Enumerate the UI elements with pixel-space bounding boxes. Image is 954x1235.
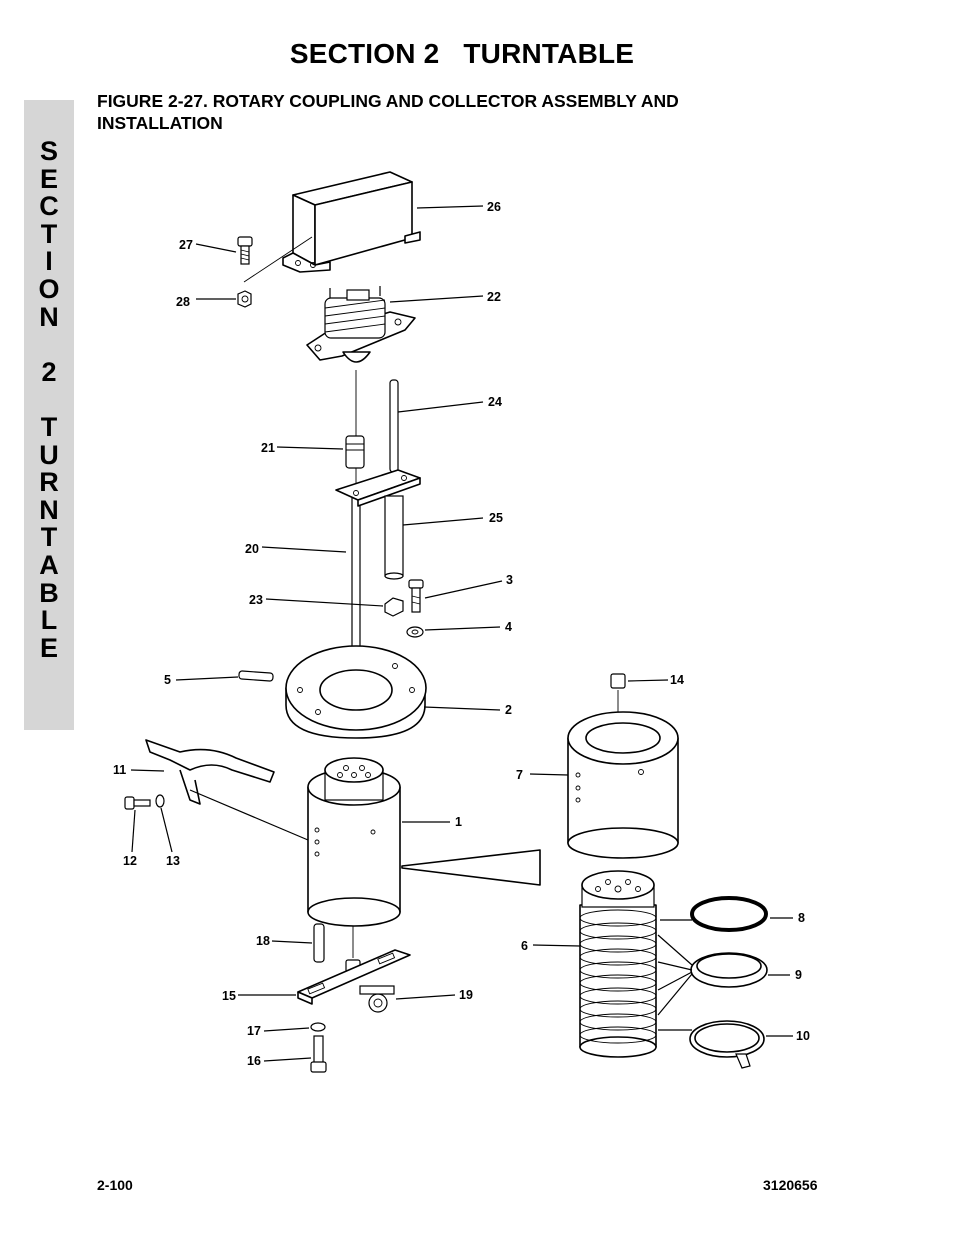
part-17-washer	[310, 1022, 326, 1032]
part-11-bracket-arm	[145, 739, 275, 805]
part-14-plug	[610, 673, 626, 689]
part-28-nut	[237, 290, 252, 308]
part-13-washer	[155, 794, 165, 808]
part-7-outer-sleeve	[567, 711, 679, 859]
part-3-bolt	[408, 579, 424, 613]
callout-15: 15	[222, 989, 236, 1003]
part-9-bearing-ring	[690, 952, 768, 988]
part-12-bolt	[124, 796, 151, 810]
callout-20: 20	[245, 542, 259, 556]
callout-16: 16	[247, 1054, 261, 1068]
callout-labels: 26 27 28 22 24 21 25 20 3 23 4 5 2 14 7 …	[113, 200, 810, 1068]
figure-title: FIGURE 2-27. ROTARY COUPLING AND COLLECT…	[97, 91, 679, 133]
callout-17: 17	[247, 1024, 261, 1038]
callout-8: 8	[798, 911, 805, 925]
part-21-coupling	[345, 435, 365, 469]
callout-5: 5	[164, 673, 171, 687]
callout-6: 6	[521, 939, 528, 953]
part-8-o-ring	[690, 896, 768, 932]
callout-2: 2	[505, 703, 512, 717]
callout-23: 23	[249, 593, 263, 607]
callout-19: 19	[459, 988, 473, 1002]
callout-4: 4	[505, 620, 512, 634]
section-side-tab: S E C T I O N 2 T U R N T A B L E	[24, 100, 74, 730]
callout-3: 3	[506, 573, 513, 587]
callout-7: 7	[516, 768, 523, 782]
callout-11: 11	[113, 763, 126, 777]
part-27-bolt	[237, 236, 253, 265]
callout-1: 1	[455, 815, 462, 829]
page-number: 2-100	[97, 1177, 133, 1193]
part-18-pin	[313, 923, 325, 963]
callout-26: 26	[487, 200, 501, 214]
callout-28: 28	[176, 295, 190, 309]
callout-9: 9	[795, 968, 802, 982]
side-tab-label: S E C T I O N 2 T U R N T A B L E	[38, 136, 60, 663]
part-4-washer	[406, 626, 424, 638]
part-25-spacer-tube	[384, 495, 404, 580]
part-5-set-screw	[238, 670, 274, 682]
part-26-cover	[282, 171, 421, 273]
callout-22: 22	[487, 290, 501, 304]
part-10-snap-ring	[689, 1020, 765, 1069]
part-19-clamp	[359, 985, 395, 1013]
callout-13: 13	[166, 854, 180, 868]
part-23-nut	[384, 597, 404, 617]
callout-12: 12	[123, 854, 137, 868]
part-6-collector-core	[579, 870, 657, 1058]
part-2-mounting-flange	[285, 645, 427, 739]
page-title: SECTION 2 TURNTABLE	[289, 38, 635, 69]
callout-14: 14	[670, 673, 684, 687]
part-24-rod	[389, 379, 399, 473]
part-22-collector-ring	[306, 286, 416, 363]
part-16-bolt	[310, 1035, 327, 1073]
callout-18: 18	[256, 934, 270, 948]
callout-27: 27	[179, 238, 193, 252]
document-number: 3120656	[763, 1177, 818, 1193]
callout-24: 24	[488, 395, 502, 409]
callout-25: 25	[489, 511, 503, 525]
part-20-shaft	[351, 493, 361, 665]
callout-10: 10	[796, 1029, 810, 1043]
part-1-rotary-coupling	[307, 757, 401, 927]
leader-lines	[130, 205, 793, 1062]
callout-21: 21	[261, 441, 275, 455]
